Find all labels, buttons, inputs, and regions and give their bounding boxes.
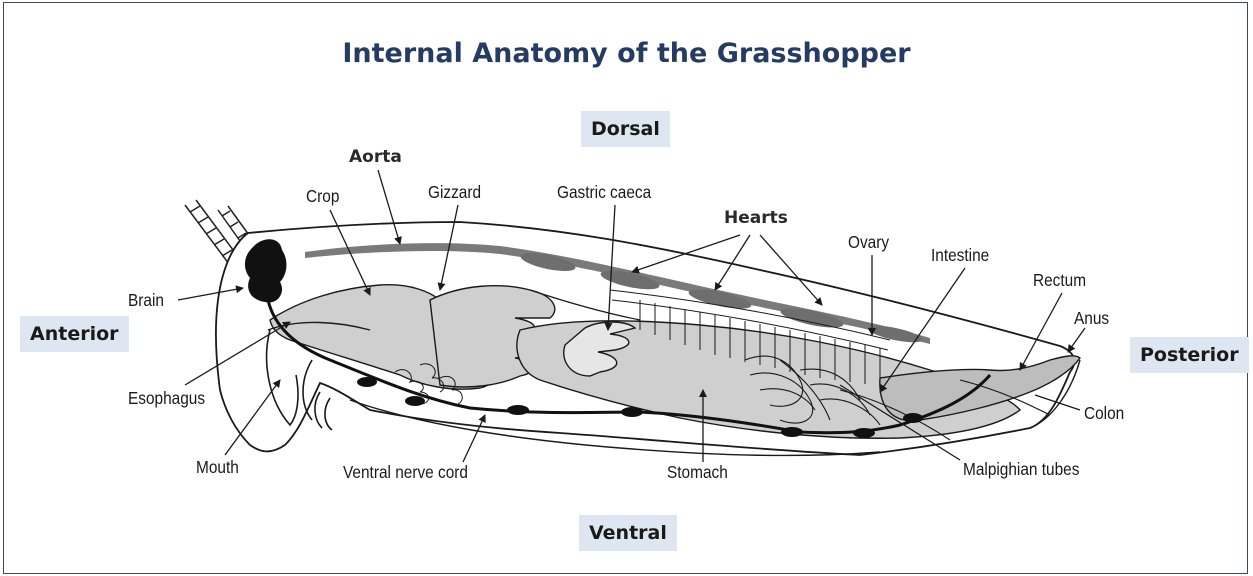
anus-label: Anus: [1074, 308, 1109, 329]
diagram-title: Internal Anatomy of the Grasshopper: [0, 38, 1253, 69]
dorsal-label: Dorsal: [581, 111, 670, 147]
intestine-label: Intestine: [931, 245, 989, 266]
ovary-label: Ovary: [848, 232, 889, 253]
hearts-label: Hearts: [724, 208, 788, 228]
stomach-label: Stomach: [667, 462, 728, 483]
colon-label: Colon: [1084, 403, 1124, 424]
posterior-label: Posterior: [1130, 337, 1249, 373]
mouth-label: Mouth: [196, 457, 239, 478]
anterior-label: Anterior: [20, 316, 129, 352]
esophagus-label: Esophagus: [128, 388, 205, 409]
aorta-label: Aorta: [349, 147, 402, 167]
rectum-label: Rectum: [1033, 270, 1086, 291]
gizzard-label: Gizzard: [428, 182, 481, 203]
ventral-nerve-cord-label: Ventral nerve cord: [343, 462, 468, 483]
gastric-caeca-label: Gastric caeca: [557, 182, 651, 203]
ventral-label: Ventral: [579, 515, 677, 551]
crop-label: Crop: [306, 186, 339, 207]
brain-label: Brain: [128, 290, 164, 311]
malpighian-tubes-label: Malpighian tubes: [963, 459, 1079, 480]
